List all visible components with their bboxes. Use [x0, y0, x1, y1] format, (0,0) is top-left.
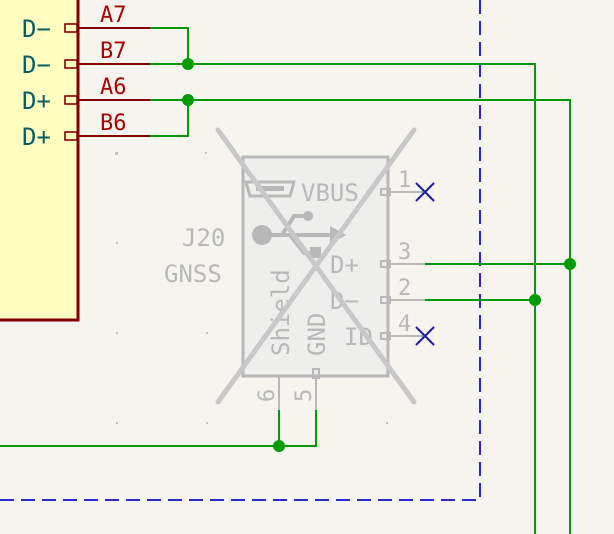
- grid-dots: [115, 152, 388, 424]
- wire-dminus-net[interactable]: [150, 63, 536, 534]
- left-pin-a7[interactable]: D− A7: [22, 3, 150, 43]
- left-pin-b6[interactable]: D+ B6: [22, 111, 150, 151]
- connector-pin-gnd-number: 5: [292, 389, 317, 402]
- connector-pin-vbus-number: 1: [398, 168, 411, 193]
- left-pin-a6-number: A6: [100, 75, 127, 100]
- left-pin-a6[interactable]: D+ A6: [22, 75, 150, 115]
- usb-icon: [244, 180, 346, 258]
- left-pin-a7-number: A7: [100, 3, 127, 28]
- left-pin-b6-name: D+: [22, 123, 51, 151]
- left-pin-a6-name: D+: [22, 87, 51, 115]
- connector-pin-vbus-name: VBUS: [301, 179, 359, 207]
- wire-dminus-bridge[interactable]: [150, 27, 189, 64]
- left-pin-a7-name: D−: [22, 15, 51, 43]
- left-pin-b7-number: B7: [100, 39, 127, 64]
- left-symbol[interactable]: [0, 0, 80, 322]
- junction-dplus-right[interactable]: [564, 258, 576, 270]
- junction-dplus-left[interactable]: [182, 94, 194, 106]
- sheet-border: [0, 0, 481, 501]
- wire-ground-net[interactable]: [0, 410, 317, 447]
- left-symbol-body[interactable]: [0, 0, 80, 322]
- connector-j20[interactable]: VBUS 1 D+ 3 D− 2 ID 4 Shield GND 6 5 J20…: [164, 127, 425, 410]
- connector-pin-dplus-number: 3: [398, 240, 411, 265]
- wire-dplus-net[interactable]: [150, 99, 571, 534]
- connector-value: GNSS: [164, 260, 222, 288]
- connector-pin-dplus-name: D+: [330, 251, 359, 279]
- junction-ground[interactable]: [273, 440, 285, 452]
- excluded-cross: [215, 127, 417, 405]
- junctions: [182, 58, 576, 452]
- connector-pin-gnd-name: GND: [303, 313, 331, 356]
- junction-dminus-right[interactable]: [529, 294, 541, 306]
- junction-dminus-left[interactable]: [182, 58, 194, 70]
- left-pin-b7[interactable]: D− B7: [22, 39, 150, 79]
- connector-pin-dminus-number: 2: [398, 276, 411, 301]
- wires: [0, 27, 571, 534]
- connector-reference: J20: [182, 224, 225, 252]
- connector-pin-id-number: 4: [398, 312, 411, 337]
- no-connect-id[interactable]: [415, 326, 435, 346]
- wire-dplus-bridge[interactable]: [150, 100, 189, 137]
- left-pin-b6-number: B6: [100, 111, 127, 136]
- no-connect-vbus[interactable]: [415, 182, 435, 202]
- left-pin-b7-name: D−: [22, 51, 51, 79]
- connector-pin-shield-number: 6: [255, 389, 280, 402]
- left-symbol-pins: D− A7 D− B7 D+ A6 D+ B6: [22, 3, 150, 151]
- no-connect-markers: [415, 182, 435, 346]
